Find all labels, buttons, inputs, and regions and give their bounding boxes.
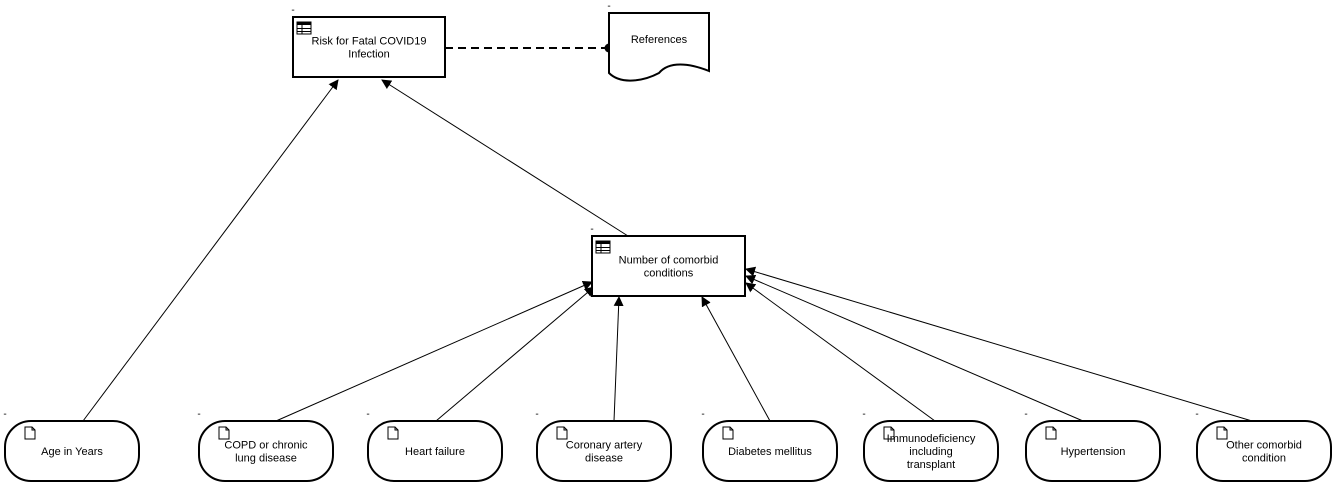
document-icon <box>1216 426 1228 440</box>
node-label-line: Number of comorbid <box>619 255 719 267</box>
node-marker: - <box>590 224 593 235</box>
node-label-line: lung disease <box>235 453 297 465</box>
edge-age-to-risk <box>82 79 339 422</box>
node-label-line: References <box>631 34 688 46</box>
node-marker: - <box>197 409 200 420</box>
table-icon <box>595 240 611 254</box>
node-hypertension[interactable]: - Hypertension <box>1024 409 1161 482</box>
node-marker: - <box>1195 409 1198 420</box>
edge-copd-to-comorbid <box>275 281 593 422</box>
node-marker: - <box>535 409 538 420</box>
node-pill <box>367 420 503 482</box>
node-marker: - <box>291 5 294 16</box>
node-marker: - <box>366 409 369 420</box>
document-icon <box>24 426 36 440</box>
node-label-line: Immunodeficiency <box>887 433 976 445</box>
node-pill <box>536 420 672 482</box>
node-label-line: Infection <box>348 49 390 61</box>
node-marker: - <box>1024 409 1027 420</box>
node-label-line: conditions <box>644 268 694 280</box>
edge-comorbid-to-risk <box>381 79 629 237</box>
node-label-line: Age in Years <box>41 446 103 458</box>
node-marker: - <box>862 409 865 420</box>
node-pill <box>1025 420 1161 482</box>
table-icon <box>296 21 312 35</box>
node-box <box>292 16 446 78</box>
node-pill <box>863 420 999 482</box>
node-pill <box>198 420 334 482</box>
node-marker: - <box>607 1 610 12</box>
document-icon <box>556 426 568 440</box>
node-references[interactable]: - References <box>607 1 710 82</box>
node-pill <box>702 420 838 482</box>
edge-immuno-to-comorbid <box>745 282 936 422</box>
node-box <box>591 235 746 297</box>
node-label-line: condition <box>1242 453 1286 465</box>
node-pill <box>1196 420 1332 482</box>
node-diabetes-mellitus[interactable]: - Diabetes mellitus <box>701 409 838 482</box>
document-icon <box>722 426 734 440</box>
edge-heart-to-comorbid <box>435 286 595 422</box>
node-label-line: Heart failure <box>405 446 465 458</box>
edge-other-to-comorbid <box>745 266 1253 422</box>
node-label-line: COPD or chronic <box>224 440 308 452</box>
edge-diabetes-to-comorbid <box>701 296 771 422</box>
document-icon <box>883 426 895 440</box>
node-label-line: Risk for Fatal COVID19 <box>312 36 427 48</box>
edge-hypertension-to-comorbid <box>745 274 1084 422</box>
node-label-line: Hypertension <box>1061 446 1126 458</box>
node-heart-failure[interactable]: - Heart failure <box>366 409 503 482</box>
node-label-line: Diabetes mellitus <box>728 446 812 458</box>
node-label-line: Coronary artery <box>566 440 643 452</box>
node-age-in-years[interactable]: - Age in Years <box>3 409 140 482</box>
document-icon <box>1045 426 1057 440</box>
node-marker: - <box>3 409 6 420</box>
document-icon <box>218 426 230 440</box>
node-label-line: Other comorbid <box>1226 440 1302 452</box>
edges-layer <box>82 43 1253 422</box>
edge-cad-to-comorbid <box>613 296 624 422</box>
node-pill <box>4 420 140 482</box>
document-icon <box>387 426 399 440</box>
node-label-line: disease <box>585 453 623 465</box>
node-label-line: transplant <box>907 459 955 471</box>
document-shape <box>608 12 710 82</box>
node-label-line: including <box>909 446 952 458</box>
node-marker: - <box>701 409 704 420</box>
